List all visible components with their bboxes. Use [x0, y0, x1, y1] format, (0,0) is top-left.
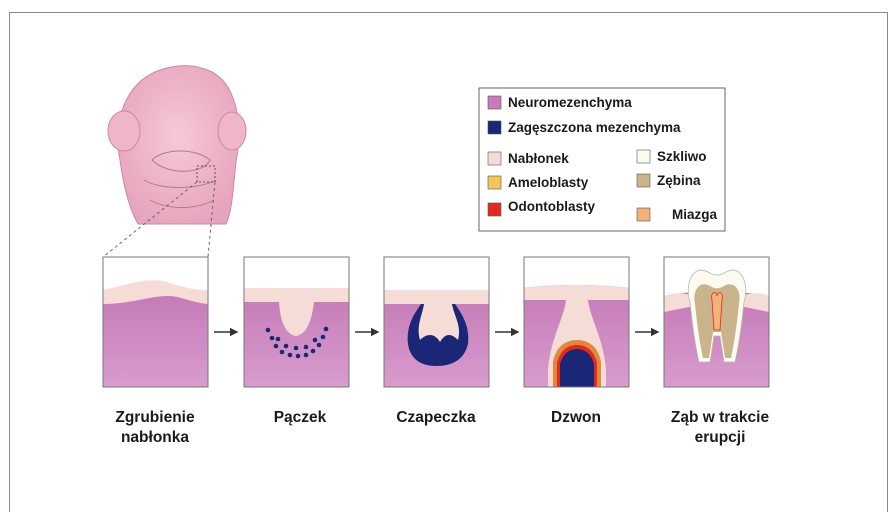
stage-label-epithelial-thickening-line2: nabłonka [121, 429, 189, 446]
panel-cap [384, 257, 489, 387]
panel-erupting-tooth [664, 257, 769, 387]
legend-label-ameloblasty: Ameloblasty [508, 175, 589, 190]
panel-epithelial-thickening [103, 257, 208, 387]
legend-swatch-odontoblasty [488, 203, 501, 216]
legend-label-szkliwo: Szkliwo [657, 149, 707, 164]
legend-swatch-ameloblasty [488, 176, 501, 189]
panel-bud [244, 257, 349, 387]
legend: Neuromezenchyma Zagęszczona mezenchyma N… [479, 88, 725, 231]
stage-label-bud: Pączek [274, 409, 327, 426]
legend-label-nablonek: Nabłonek [508, 151, 569, 166]
stage-label-epithelial-thickening-line1: Zgrubienie [115, 409, 195, 426]
stage-label-bell: Dzwon [551, 409, 601, 426]
dental-papilla-bell [560, 349, 594, 387]
embryo-eye-left [108, 111, 140, 151]
legend-swatch-zebina [637, 174, 650, 187]
legend-swatch-zageszczona-mezenchyma [488, 121, 501, 134]
embryo-head [108, 66, 246, 224]
legend-label-neuromezenchyma: Neuromezenchyma [508, 95, 632, 110]
panel-bell [524, 257, 629, 387]
legend-label-miazga: Miazga [672, 207, 718, 222]
legend-label-zageszczona-mezenchyma: Zagęszczona mezenchyma [508, 120, 681, 135]
legend-swatch-neuromezenchyma [488, 96, 501, 109]
embryo-eye-right [218, 112, 246, 150]
legend-label-odontoblasty: Odontoblasty [508, 199, 595, 214]
legend-swatch-szkliwo [637, 150, 650, 163]
legend-swatch-miazga [637, 208, 650, 221]
stage-label-erupting-tooth-line1: Ząb w trakcie [671, 409, 770, 426]
stage-label-cap: Czapeczka [396, 409, 476, 426]
legend-swatch-nablonek [488, 152, 501, 165]
legend-label-zebina: Zębina [657, 173, 701, 188]
stage-label-erupting-tooth-line2: erupcji [695, 429, 746, 446]
